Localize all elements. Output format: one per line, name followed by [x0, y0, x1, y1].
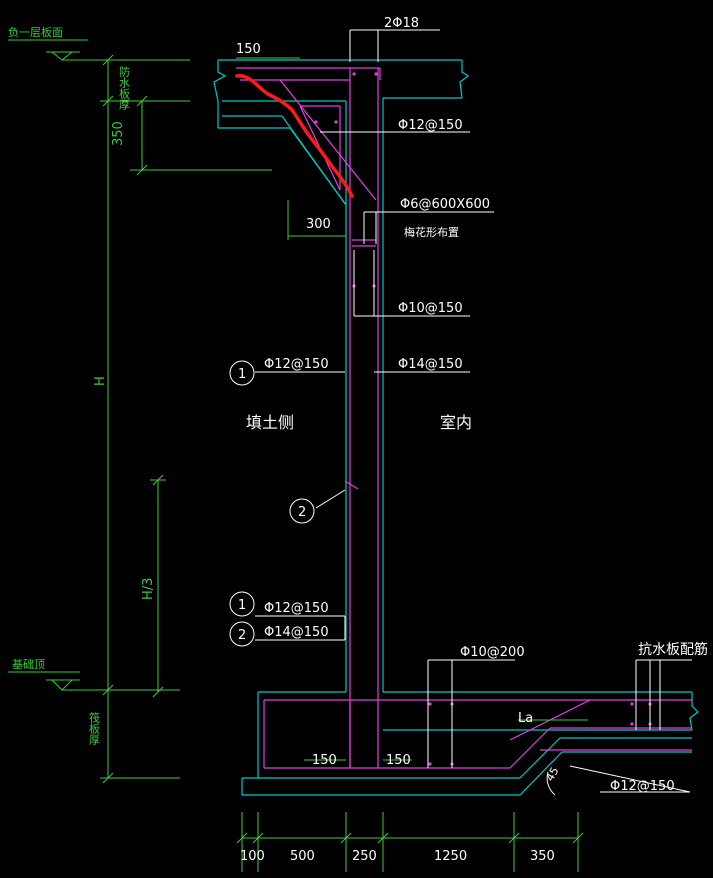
angle-label: 45 — [543, 765, 561, 784]
quincunx-label: 梅花形布置 — [404, 225, 459, 239]
dim-bottom-250: 250 — [352, 849, 377, 864]
red-markup-stroke — [235, 74, 354, 198]
concrete-outline — [213, 59, 699, 796]
dim-300: 300 — [306, 217, 331, 232]
la-label: La — [518, 711, 533, 726]
level-top-label: 负一层板面 — [8, 25, 63, 39]
dim-150-top: 150 — [236, 42, 261, 57]
dim-bottom-500: 500 — [290, 849, 315, 864]
marker-1-upper — [229, 360, 255, 386]
level-bottom-label: 基础顶 — [12, 658, 45, 671]
marker-label: 2 — [298, 505, 306, 520]
marker-1-lower — [229, 591, 255, 617]
dim-bottom-1250: 1250 — [434, 849, 467, 864]
lower-rebar-2-label: Φ14@150 — [264, 625, 329, 640]
section-markers — [229, 360, 315, 647]
marker-2-mid — [289, 498, 315, 524]
outer-rebar-label: Φ12@150 — [264, 357, 329, 372]
dim-bottom-100: 100 — [240, 849, 265, 864]
waterproof-thickness-label: 防水板厚 — [118, 65, 131, 111]
dim-H: H — [93, 376, 108, 386]
dim-H3: H/3 — [141, 578, 156, 600]
top-bars-label: 2Φ18 — [384, 16, 419, 31]
marker-label: 2 — [238, 628, 246, 643]
inner-upper-rebar-label: Φ10@150 — [398, 301, 463, 316]
tie-rebar-label: Φ6@600X600 — [400, 197, 490, 212]
level-mark-top: 负一层板面 — [8, 25, 108, 61]
lower-rebar-1-label: Φ12@150 — [264, 601, 329, 616]
dim-bottom-350: 350 — [530, 849, 555, 864]
level-mark-bottom: 基础顶 — [8, 658, 108, 691]
marker-2-lower — [229, 621, 255, 647]
rebar-dots — [314, 72, 652, 766]
dim-150-right: 150 — [386, 753, 411, 768]
rebar-lines — [236, 67, 692, 769]
foundation-thickness-label: 筏板厚 — [88, 711, 101, 746]
haunch-dimensions — [236, 57, 588, 761]
marker-label: 1 — [238, 598, 246, 613]
indoor-side-label: 室内 — [440, 413, 472, 432]
anti-float-label: 抗水板配筋 — [638, 641, 708, 658]
slab-bottom-rebar-label: Φ12@150 — [610, 779, 675, 794]
leader-lines — [255, 29, 692, 796]
slab-top-rebar-label: Φ10@200 — [460, 645, 525, 660]
marker-label: 1 — [238, 367, 246, 382]
bottom-dimension-chain — [236, 812, 584, 872]
backfill-side-label: 填土侧 — [246, 413, 294, 432]
left-dimension-chain — [100, 54, 272, 784]
dim-350: 350 — [111, 121, 126, 146]
inner-main-rebar-label: Φ14@150 — [398, 357, 463, 372]
haunch-rebar-label: Φ12@150 — [398, 118, 463, 133]
dim-150-left: 150 — [312, 753, 337, 768]
